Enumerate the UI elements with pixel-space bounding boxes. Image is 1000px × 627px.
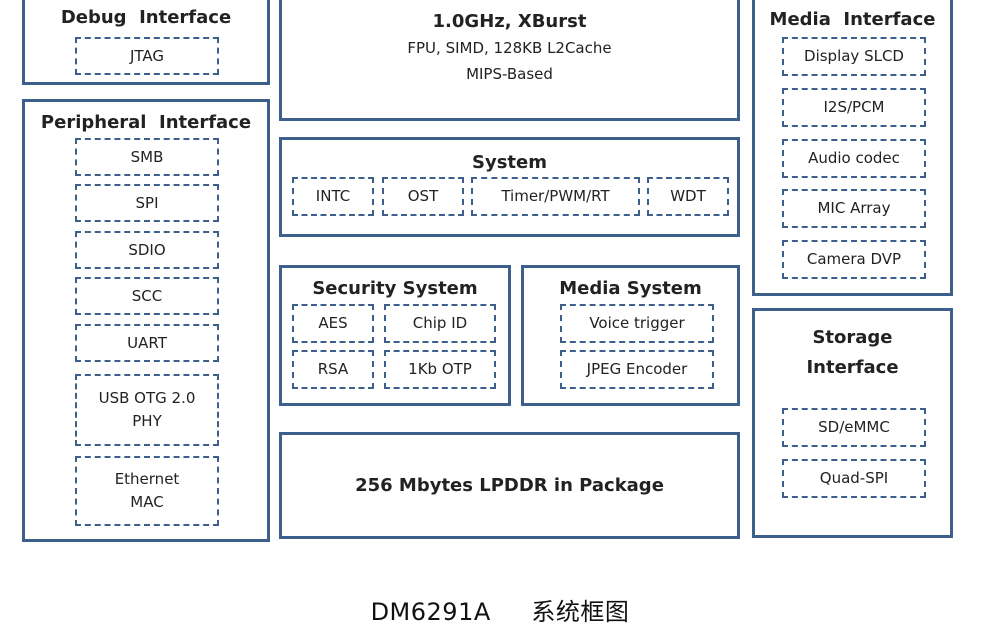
scc-box: SCC — [75, 277, 219, 315]
sd-emmc-box: SD/eMMC — [782, 408, 926, 447]
diagram-caption: DM6291A 系统框图 — [370, 598, 630, 626]
cpu-features: FPU, SIMD, 128KB L2Cache — [407, 39, 612, 57]
security-system-block: Security System AES Chip ID RSA 1Kb OTP — [279, 265, 511, 406]
jtag-box: JTAG — [75, 37, 219, 75]
timer-pwm-rt-box: Timer/PWM/RT — [471, 177, 640, 216]
media-system-title: Media System — [559, 278, 702, 299]
storage-interface-title: Storage Interface — [806, 327, 899, 378]
sdio-box: SDIO — [75, 231, 219, 269]
system-block: System INTC OST Timer/PWM/RT WDT — [279, 137, 740, 237]
debug-interface-block: Debug Interface JTAG — [22, 0, 270, 85]
ost-box: OST — [382, 177, 464, 216]
memory-title: 256 Mbytes LPDDR in Package — [355, 475, 664, 496]
audio-codec-box: Audio codec — [782, 139, 926, 178]
camera-dvp-box: Camera DVP — [782, 240, 926, 279]
wdt-box: WDT — [647, 177, 729, 216]
otp-box: 1Kb OTP — [384, 350, 496, 389]
intc-box: INTC — [292, 177, 374, 216]
system-title: System — [472, 152, 547, 173]
quad-spi-box: Quad-SPI — [782, 459, 926, 498]
cpu-title: 1.0GHz, XBurst — [432, 11, 587, 32]
security-system-title: Security System — [312, 278, 478, 299]
cpu-architecture: MIPS-Based — [466, 65, 553, 83]
memory-block: 256 Mbytes LPDDR in Package — [279, 432, 740, 539]
i2s-pcm-box: I2S/PCM — [782, 88, 926, 127]
mic-array-box: MIC Array — [782, 189, 926, 228]
media-system-block: Media System Voice trigger JPEG Encoder — [521, 265, 740, 406]
spi-box: SPI — [75, 184, 219, 222]
jpeg-encoder-box: JPEG Encoder — [560, 350, 714, 389]
media-interface-block: Media Interface Display SLCD I2S/PCM Aud… — [752, 0, 953, 296]
debug-interface-title: Debug Interface — [60, 7, 232, 28]
smb-box: SMB — [75, 138, 219, 176]
ethernet-mac-box: Ethernet MAC — [75, 456, 219, 526]
usb-otg-box: USB OTG 2.0 PHY — [75, 374, 219, 446]
rsa-box: RSA — [292, 350, 374, 389]
cpu-block: 1.0GHz, XBurst FPU, SIMD, 128KB L2Cache … — [279, 0, 740, 121]
storage-interface-block: Storage Interface SD/eMMC Quad-SPI — [752, 308, 953, 538]
media-interface-title: Media Interface — [769, 9, 936, 30]
chip-id-box: Chip ID — [384, 304, 496, 343]
aes-box: AES — [292, 304, 374, 343]
uart-box: UART — [75, 324, 219, 362]
peripheral-interface-block: Peripheral Interface SMB SPI SDIO SCC UA… — [22, 99, 270, 542]
peripheral-interface-title: Peripheral Interface — [40, 112, 252, 133]
voice-trigger-box: Voice trigger — [560, 304, 714, 343]
display-slcd-box: Display SLCD — [782, 37, 926, 76]
